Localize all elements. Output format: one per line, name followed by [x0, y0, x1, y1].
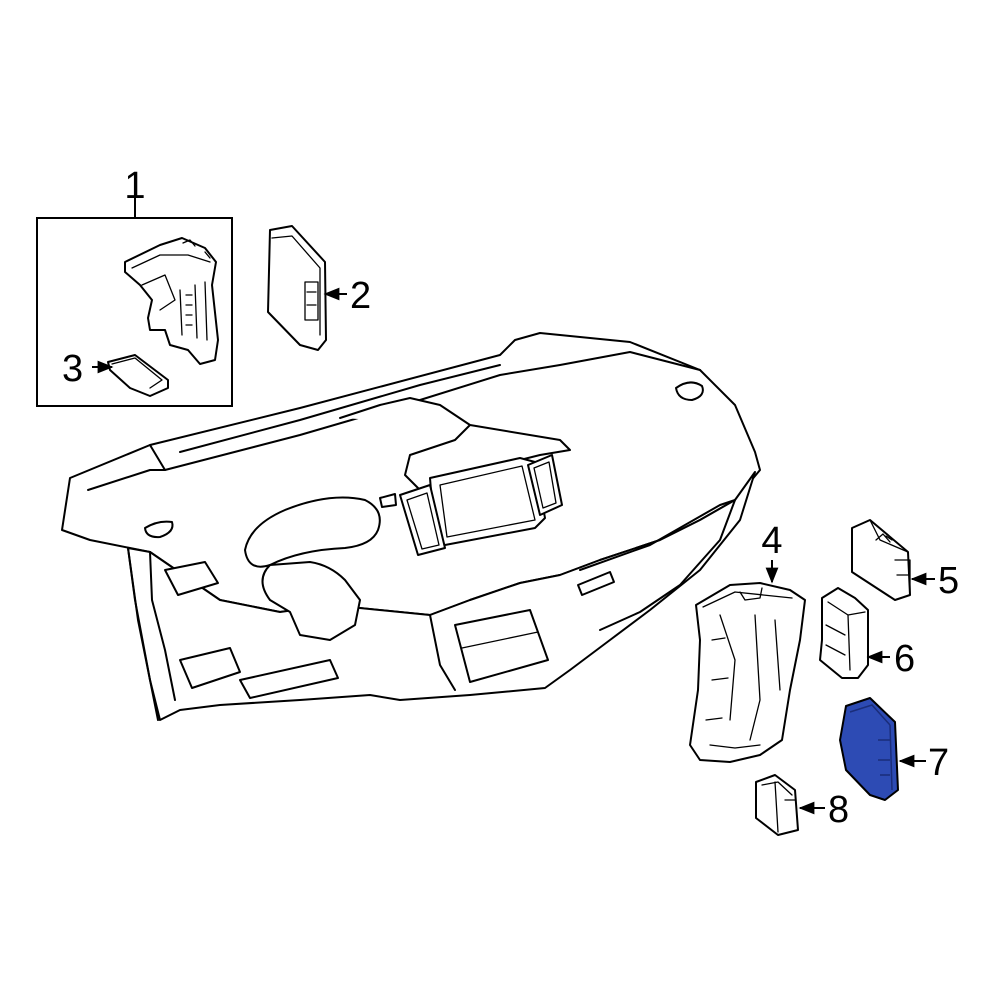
part-1-bracket[interactable] [124, 237, 219, 365]
center-stack-side [429, 614, 456, 691]
dash-crease-3 [87, 469, 166, 491]
dash-left-edge [127, 547, 159, 721]
callout-8[interactable]: 8 [828, 789, 849, 831]
left-air-vent [164, 561, 219, 596]
center-lower-stack [454, 609, 549, 683]
callout-1[interactable]: 1 [124, 165, 145, 207]
left-vent [399, 484, 446, 556]
glovebox-handle [577, 571, 615, 596]
center-hood [339, 397, 571, 491]
dash-crease [149, 351, 701, 471]
steering-column [261, 561, 361, 641]
callout-6[interactable]: 6 [894, 638, 915, 680]
callout-5[interactable]: 5 [938, 560, 959, 602]
dashboard-illustration [61, 332, 761, 721]
part-1-group: 1 3 [36, 165, 233, 407]
part-7-module-highlighted[interactable] [839, 697, 899, 801]
callout-2[interactable]: 2 [350, 275, 371, 317]
callout-3[interactable]: 3 [62, 348, 83, 390]
callout-4[interactable]: 4 [761, 520, 782, 562]
right-vent [527, 454, 563, 516]
dash-crease-2 [179, 364, 501, 453]
part-8-relay[interactable] [755, 774, 799, 836]
part-5-module[interactable] [851, 519, 911, 601]
dash-grille-left [144, 520, 174, 539]
dash-left-inner [149, 551, 176, 701]
center-lower-stack-line [461, 631, 539, 649]
part-4-junction-block[interactable] [689, 582, 806, 763]
dash-speaker-right [675, 381, 704, 401]
part-3-cover[interactable] [107, 354, 169, 397]
lower-tray [239, 659, 339, 699]
callout-7[interactable]: 7 [928, 742, 949, 784]
dash-small-tab [379, 493, 397, 508]
part-2-module[interactable] [267, 225, 327, 351]
left-lower-pocket [179, 647, 241, 689]
right-vent-inner [533, 461, 557, 509]
left-vent-inner [406, 492, 440, 550]
glovebox-outline [579, 499, 736, 631]
center-display-inner [439, 465, 536, 538]
part-6-relay[interactable] [819, 587, 869, 679]
dash-lower-body [127, 471, 756, 721]
